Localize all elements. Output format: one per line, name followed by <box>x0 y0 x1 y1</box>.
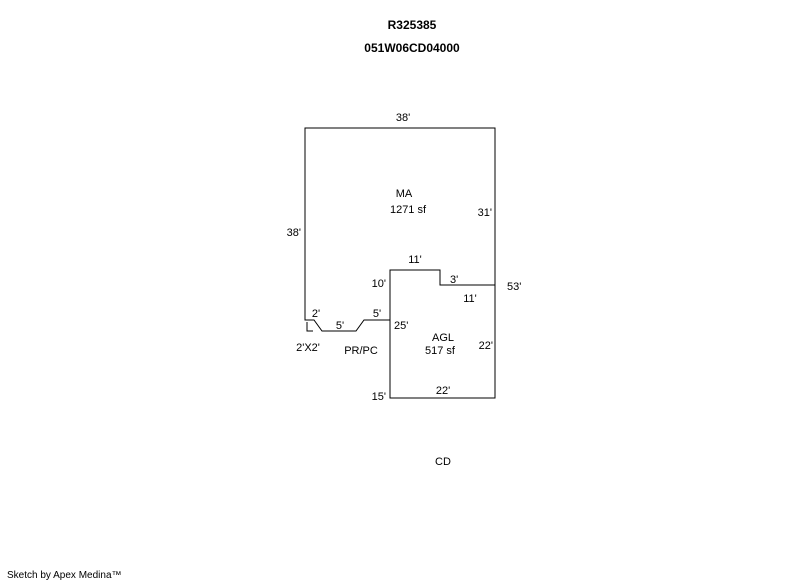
area-agl-sqft: 517 sf <box>425 345 456 357</box>
area-divider-line <box>389 269 495 320</box>
dim-agl-right: 22' <box>479 340 493 352</box>
dim-right-upper: 31' <box>478 207 492 219</box>
dim-agl-left-lower: 15' <box>372 391 386 403</box>
dim-porch-seg-upper: 5' <box>373 308 381 320</box>
label-porch-size: 2'X2' <box>296 342 320 354</box>
dim-porch-seg-lower: 5' <box>336 320 344 332</box>
map-taxlot: 051W06CD04000 <box>364 41 460 55</box>
dim-notch-bottom: 11' <box>463 293 477 305</box>
dim-porch-seg-left: 2' <box>312 308 320 320</box>
area-ma-sqft: 1271 sf <box>390 204 427 216</box>
dim-notch-left: 10' <box>372 278 386 290</box>
dim-notch-top: 11' <box>408 254 422 266</box>
parcel-id: R325385 <box>387 18 437 32</box>
area-cd-label: CD <box>435 456 451 468</box>
dim-notch-step: 3' <box>450 274 458 286</box>
dim-left-height: 38' <box>287 227 301 239</box>
building-outline <box>304 127 496 399</box>
dim-agl-left: 25' <box>394 320 408 332</box>
dim-right-total: 53' <box>507 281 521 293</box>
area-agl-label: AGL <box>432 332 454 344</box>
porch-corner-mark <box>306 322 313 332</box>
dim-agl-bottom: 22' <box>436 385 450 397</box>
area-prpc-label: PR/PC <box>344 345 378 357</box>
dim-top-width: 38' <box>396 112 410 124</box>
area-ma-label: MA <box>396 188 413 200</box>
sketch-credit: Sketch by Apex Medina™ <box>7 570 122 581</box>
